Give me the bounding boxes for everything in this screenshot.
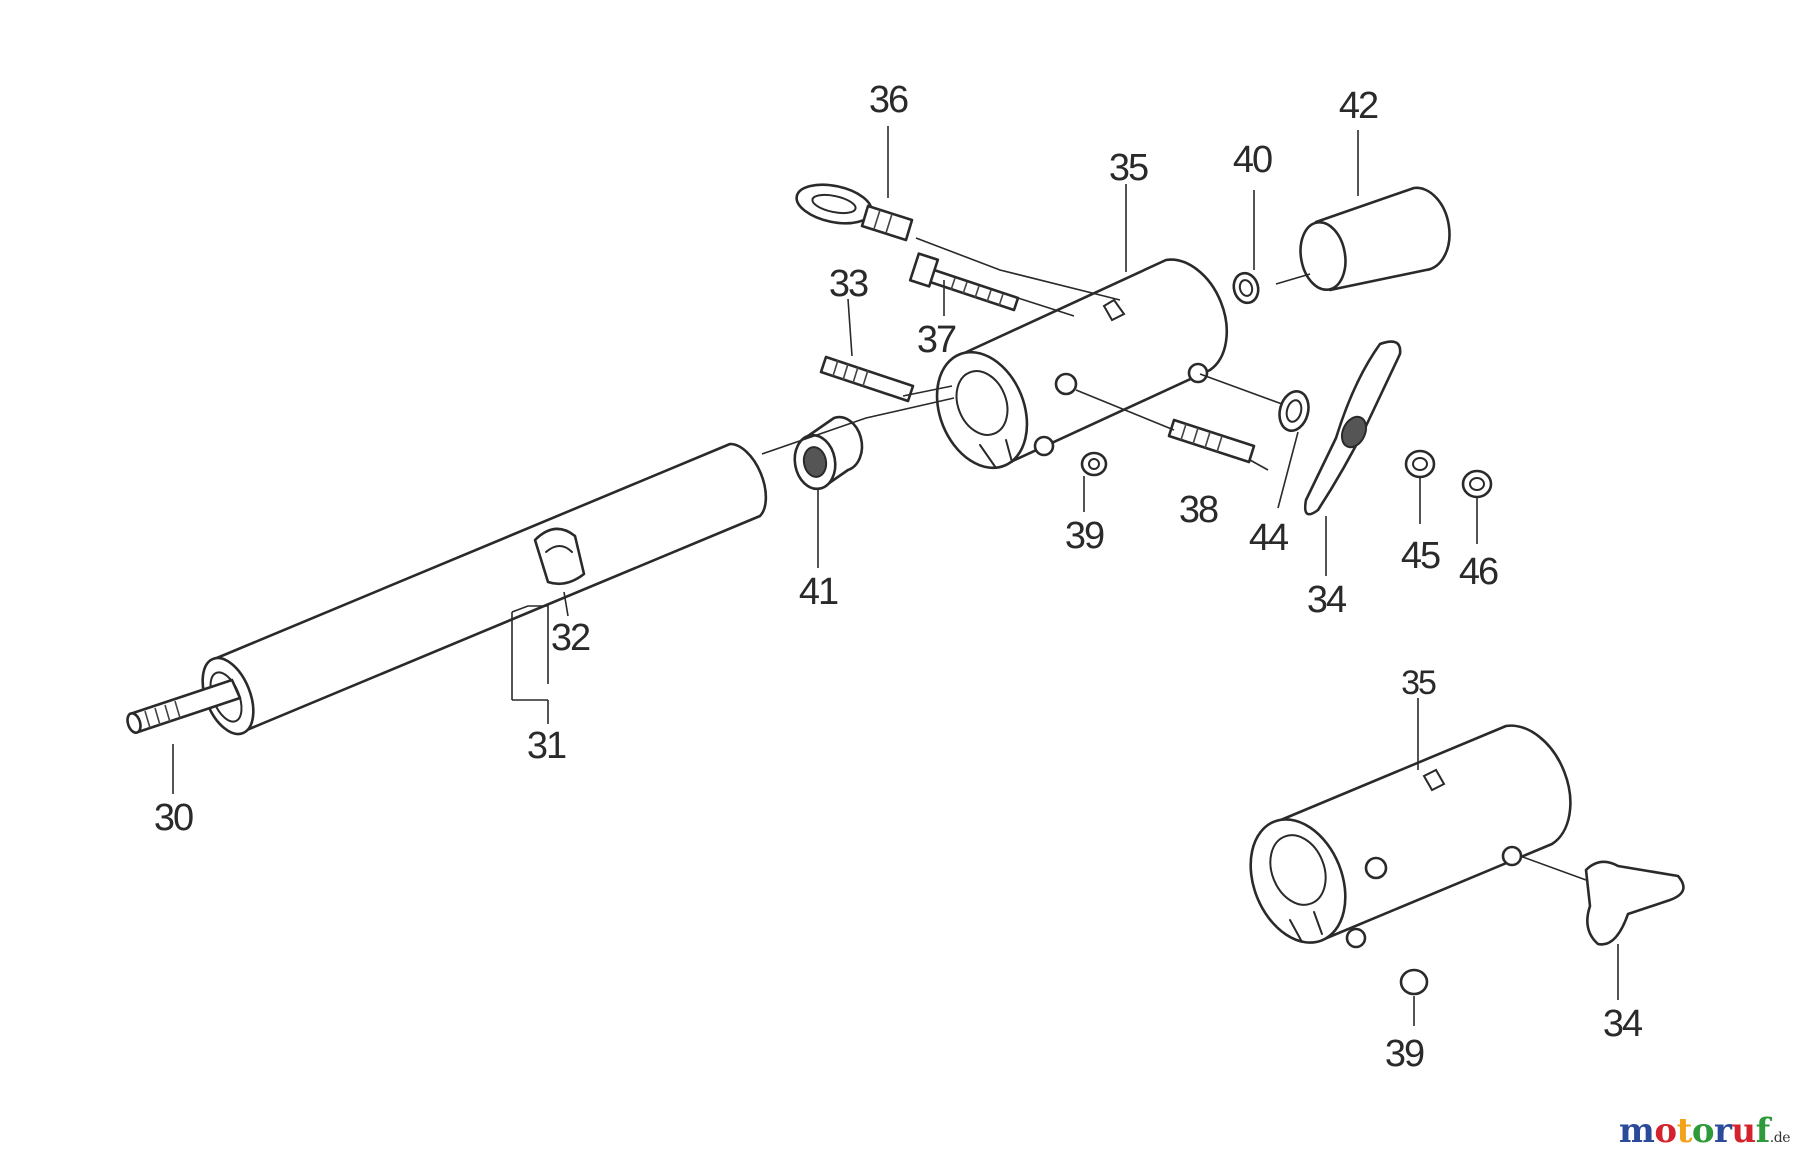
- label-part-35-upper: 35: [1109, 147, 1148, 189]
- shaft-tube-part: [126, 442, 768, 736]
- threaded-stud-part: [819, 355, 915, 403]
- nut-46-part: [1461, 469, 1493, 499]
- label-part-35-lower: 35: [1401, 664, 1436, 702]
- bearing-part: [793, 415, 864, 491]
- watermark-letter: u: [1731, 1111, 1756, 1151]
- clamp-housing-upper-part: [935, 258, 1229, 470]
- label-part-31: 31: [527, 725, 566, 767]
- label-part-30: 30: [154, 797, 193, 839]
- label-part-34-lower: 34: [1603, 1003, 1643, 1045]
- part-number-labels: 30 31 32 33 34 34 35 35 36 37 38 39 39 4…: [154, 79, 1645, 1075]
- tube-clip-part: [533, 527, 586, 586]
- eye-bolt-part: [795, 183, 914, 242]
- watermark-letters: motoruf: [1619, 1111, 1770, 1151]
- watermark-letter: t: [1676, 1111, 1693, 1151]
- watermark-letter: f: [1755, 1111, 1771, 1151]
- handle-knob-upper-part: [1303, 340, 1402, 516]
- label-part-32: 32: [551, 617, 590, 659]
- motoruf-watermark-logo: motoruf.de: [1619, 1111, 1791, 1151]
- label-part-39-lower: 39: [1385, 1033, 1424, 1075]
- label-part-33: 33: [829, 263, 868, 305]
- label-part-37: 37: [917, 319, 956, 361]
- watermark-letter: r: [1714, 1111, 1732, 1151]
- nut-lower-part: [1399, 968, 1429, 996]
- watermark-letter: o: [1654, 1111, 1677, 1151]
- label-part-34-upper: 34: [1307, 579, 1347, 621]
- screw-part: [908, 252, 1020, 312]
- clamp-housing-lower-part: [1249, 724, 1572, 949]
- set-screw-part: [1167, 418, 1256, 464]
- label-part-42: 42: [1339, 85, 1378, 127]
- nut-45-part: [1404, 449, 1436, 479]
- leader-lines: [172, 126, 1619, 1026]
- handle-knob-lower-part: [1584, 860, 1685, 946]
- label-part-39-upper: 39: [1065, 515, 1104, 557]
- cap-sleeve-part: [1299, 186, 1451, 292]
- small-ring-part: [1232, 271, 1260, 305]
- nut-upper-part: [1080, 451, 1108, 477]
- label-part-38: 38: [1179, 489, 1218, 531]
- label-part-41: 41: [799, 571, 838, 613]
- label-part-44: 44: [1249, 517, 1289, 559]
- washer-part: [1278, 390, 1310, 432]
- watermark-letter: m: [1618, 1111, 1655, 1151]
- watermark-suffix: .de: [1769, 1130, 1791, 1146]
- label-part-36: 36: [869, 79, 908, 121]
- watermark-letter: o: [1691, 1111, 1715, 1151]
- label-part-46: 46: [1459, 551, 1498, 593]
- label-part-40: 40: [1233, 139, 1272, 181]
- label-part-45: 45: [1401, 535, 1440, 577]
